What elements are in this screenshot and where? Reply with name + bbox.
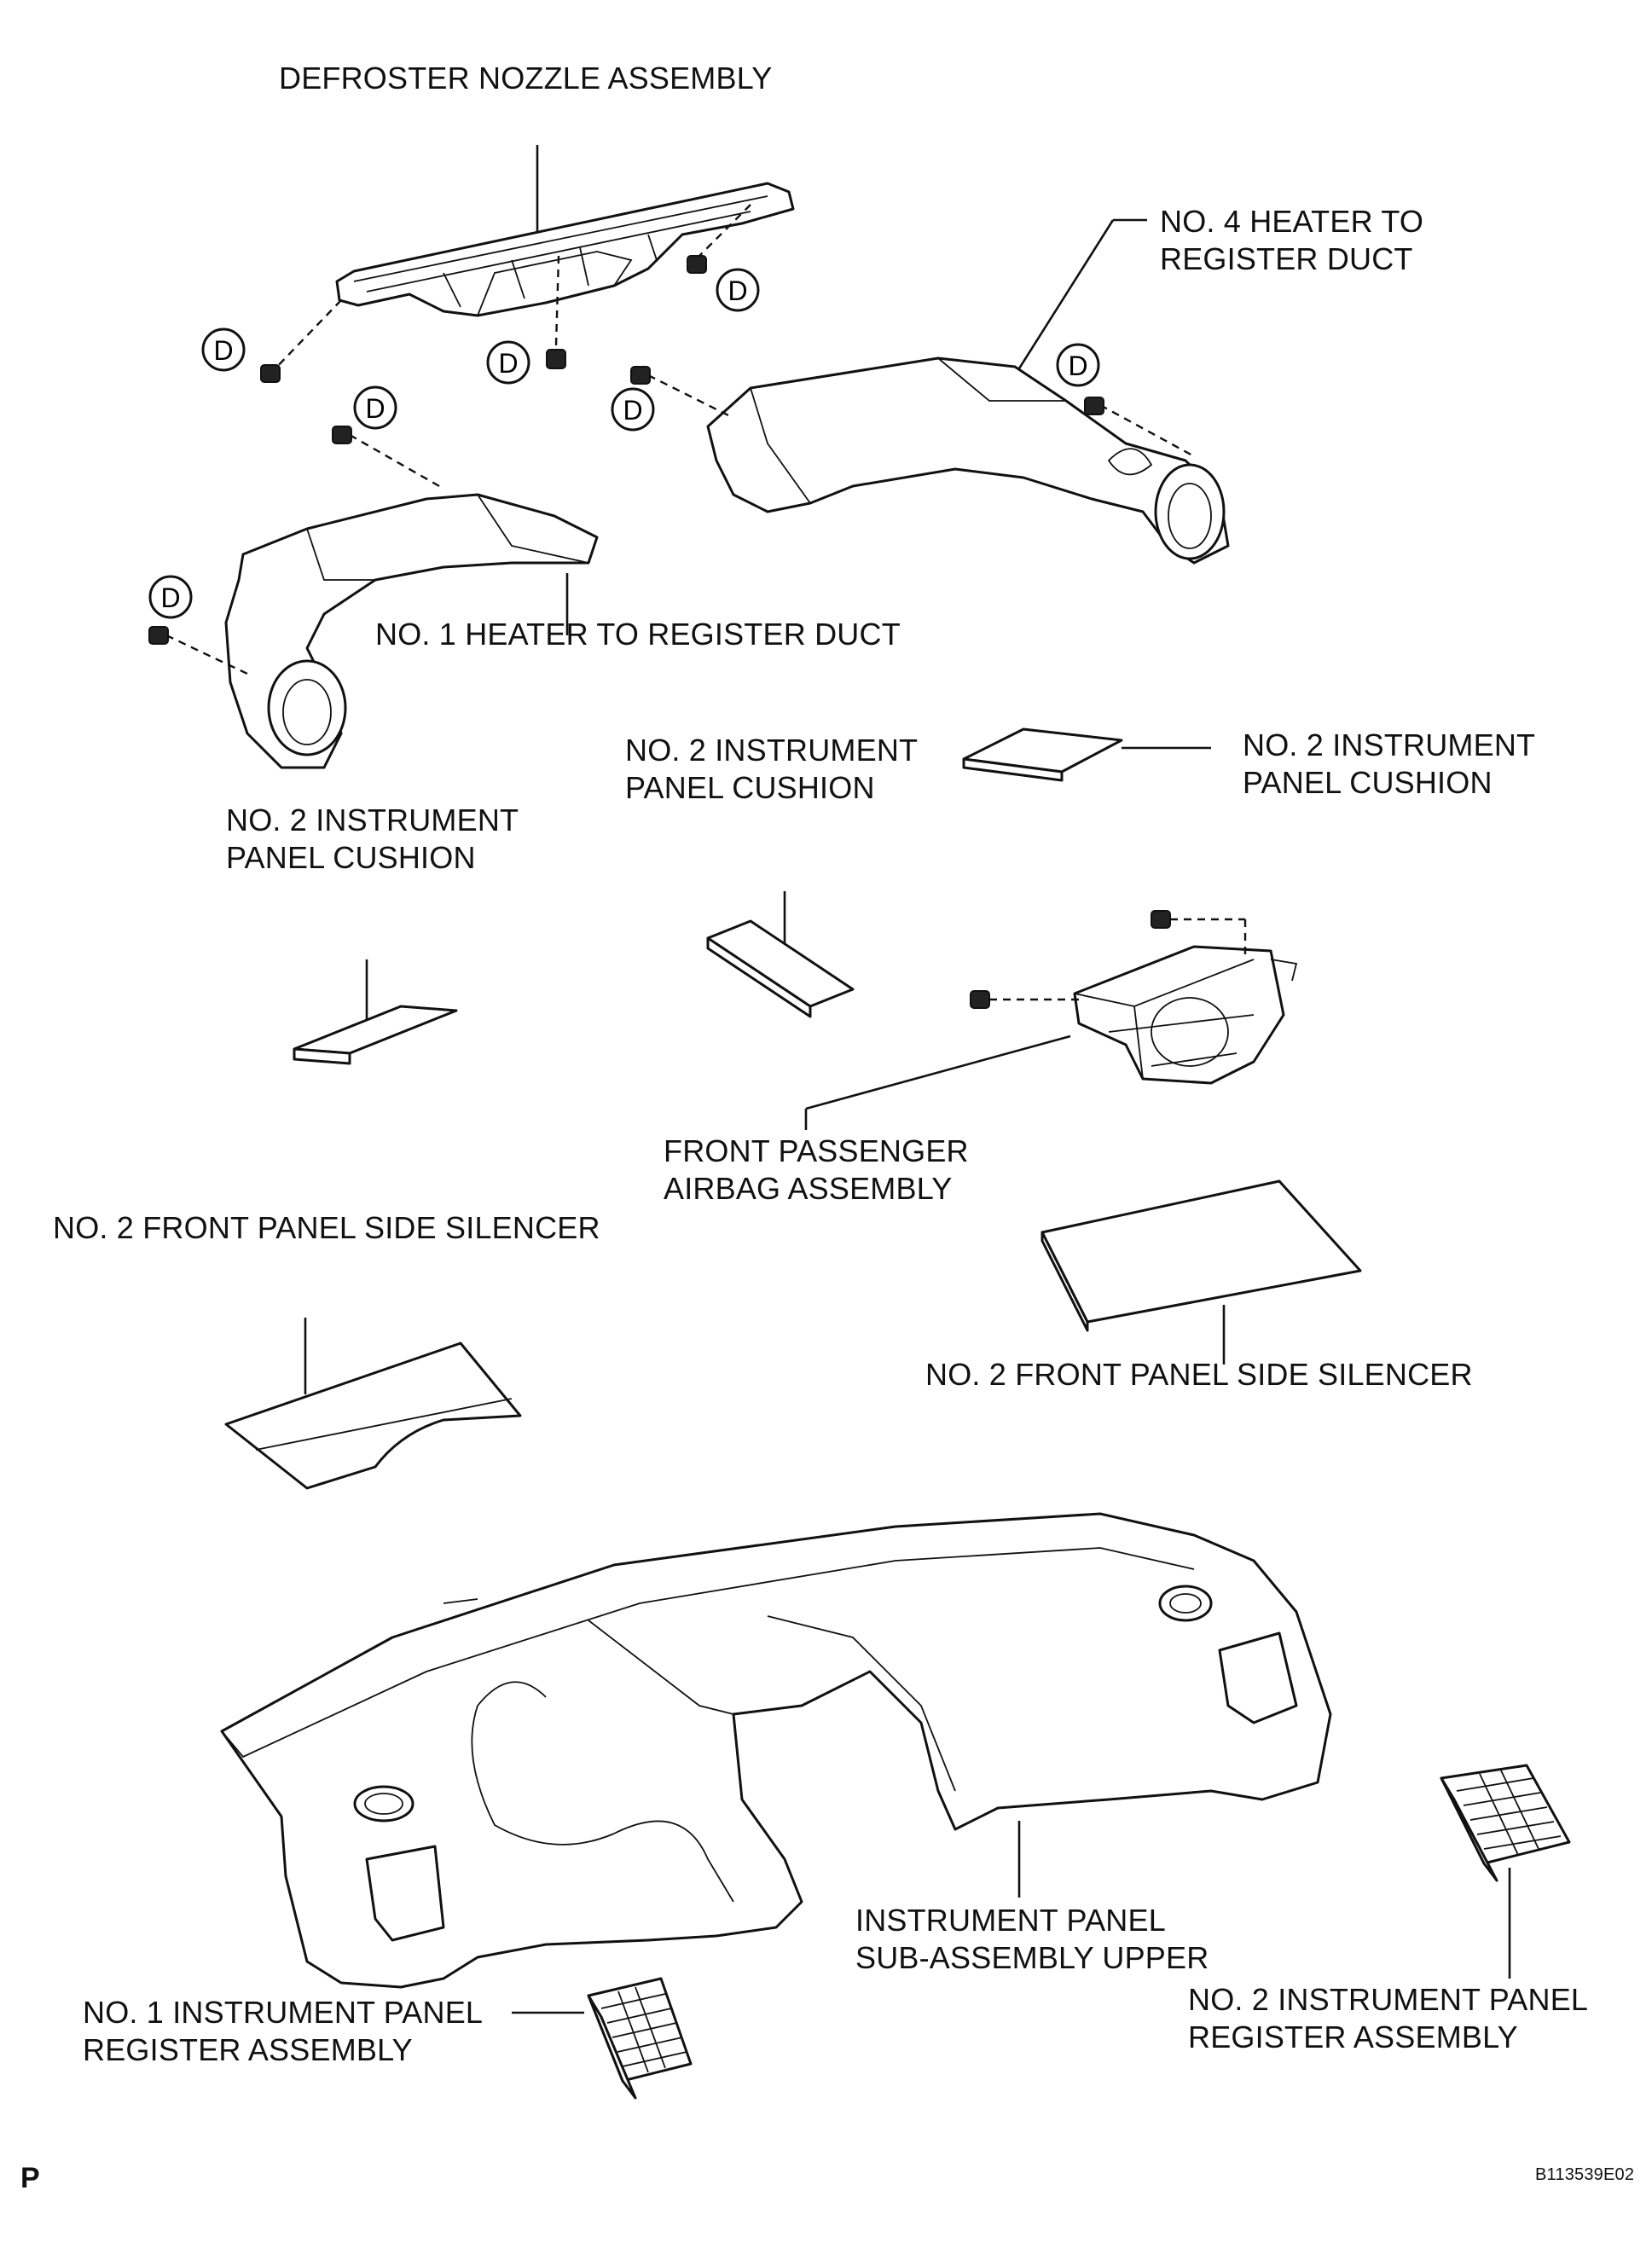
svg-text:D: D [623,395,642,426]
cushion-mid-label-line1: NO. 2 INSTRUMENT [625,733,919,768]
svg-text:D: D [160,582,180,613]
cushion-left-label-line2: PANEL CUSHION [226,840,476,875]
register-no1-label-line1: NO. 1 INSTRUMENT PANEL [83,1995,484,2030]
cushion-right-label-line2: PANEL CUSHION [1243,765,1493,800]
no4-duct-label-line2: REGISTER DUCT [1160,241,1413,276]
svg-text:D: D [365,393,385,424]
cushion-mid-label-line2: PANEL CUSHION [625,770,875,805]
instrument-panel-sub-assembly-upper [220,1512,1332,1989]
cushion-left-label-line1: NO. 2 INSTRUMENT [226,803,519,837]
no1-heater-to-register-duct [224,493,599,769]
panel-upper-label-line1: INSTRUMENT PANEL [855,1903,1166,1938]
register-no1-label-line2: REGISTER ASSEMBLY [83,2032,413,2067]
fastener-marker-d: D [353,385,397,430]
defroster-center-screw-line [554,255,560,346]
screw-icon [687,255,707,274]
no2-front-panel-side-silencer-left [224,1342,522,1490]
defroster-nozzle-label: DEFROSTER NOZZLE ASSEMBLY [279,61,773,96]
defroster-nozzle-assembly [335,145,795,317]
fastener-marker-d: D [716,268,760,312]
fastener-marker-d: D [148,575,193,619]
no2-instrument-panel-cushion-mid [706,919,855,1018]
no2-instrument-panel-cushion-left [293,1005,458,1065]
screw-icon [1151,910,1171,929]
screw-icon [630,366,651,385]
screw-icon [970,990,990,1009]
svg-text:D: D [1068,351,1087,381]
no4-left-screw-line [647,374,734,420]
defroster-left-screw-line [272,299,342,372]
no1-instrument-panel-register-assembly [587,1977,693,2100]
fastener-marker-d: D [611,387,655,432]
no4-right-screw-line [1099,403,1195,458]
no2-front-panel-side-silencer-right [1040,1179,1362,1332]
panel-upper-label-line2: SUB-ASSEMBLY UPPER [855,1940,1209,1975]
front-passenger-airbag-assembly [1073,945,1298,1085]
silencer-left-label: NO. 2 FRONT PANEL SIDE SILENCER [53,1210,600,1245]
silencer-right-label: NO. 2 FRONT PANEL SIDE SILENCER [925,1357,1473,1392]
register-no2-label-line2: REGISTER ASSEMBLY [1188,2020,1518,2054]
no1-left-screw-line [165,634,248,675]
svg-text:D: D [498,348,518,379]
screw-icon [332,426,352,444]
register-no2-label-line1: NO. 2 INSTRUMENT PANEL [1188,1982,1589,2017]
airbag-leader-diag [805,1034,1071,1110]
defroster-right-screw-line [698,204,751,257]
svg-text:D: D [727,275,747,306]
figure-code: B113539E02 [1535,2165,1635,2184]
screw-icon [1084,397,1104,415]
screw-icon [546,349,566,369]
no4-duct-label-line1: NO. 4 HEATER TO [1160,204,1424,239]
fastener-marker-d: D [201,327,246,372]
screw-icon [260,364,281,383]
no2-instrument-panel-register-assembly [1440,1764,1571,1882]
screw-icon [148,626,169,645]
corner-mark: P [20,2162,40,2194]
cushion-right-label-line1: NO. 2 INSTRUMENT [1243,727,1536,762]
no4-duct-leader-diag [1013,219,1115,376]
svg-text:D: D [213,335,233,366]
no1-top-screw-line [349,433,440,488]
no1-duct-label: NO. 1 HEATER TO REGISTER DUCT [375,617,901,652]
fastener-marker-d: D [1056,343,1100,387]
airbag-label-line1: FRONT PASSENGER [664,1133,969,1168]
no4-heater-to-register-duct [706,356,1230,565]
fastener-marker-d: D [486,340,530,385]
no2-instrument-panel-cushion-right [962,727,1123,782]
airbag-label-line2: AIRBAG ASSEMBLY [664,1171,953,1206]
